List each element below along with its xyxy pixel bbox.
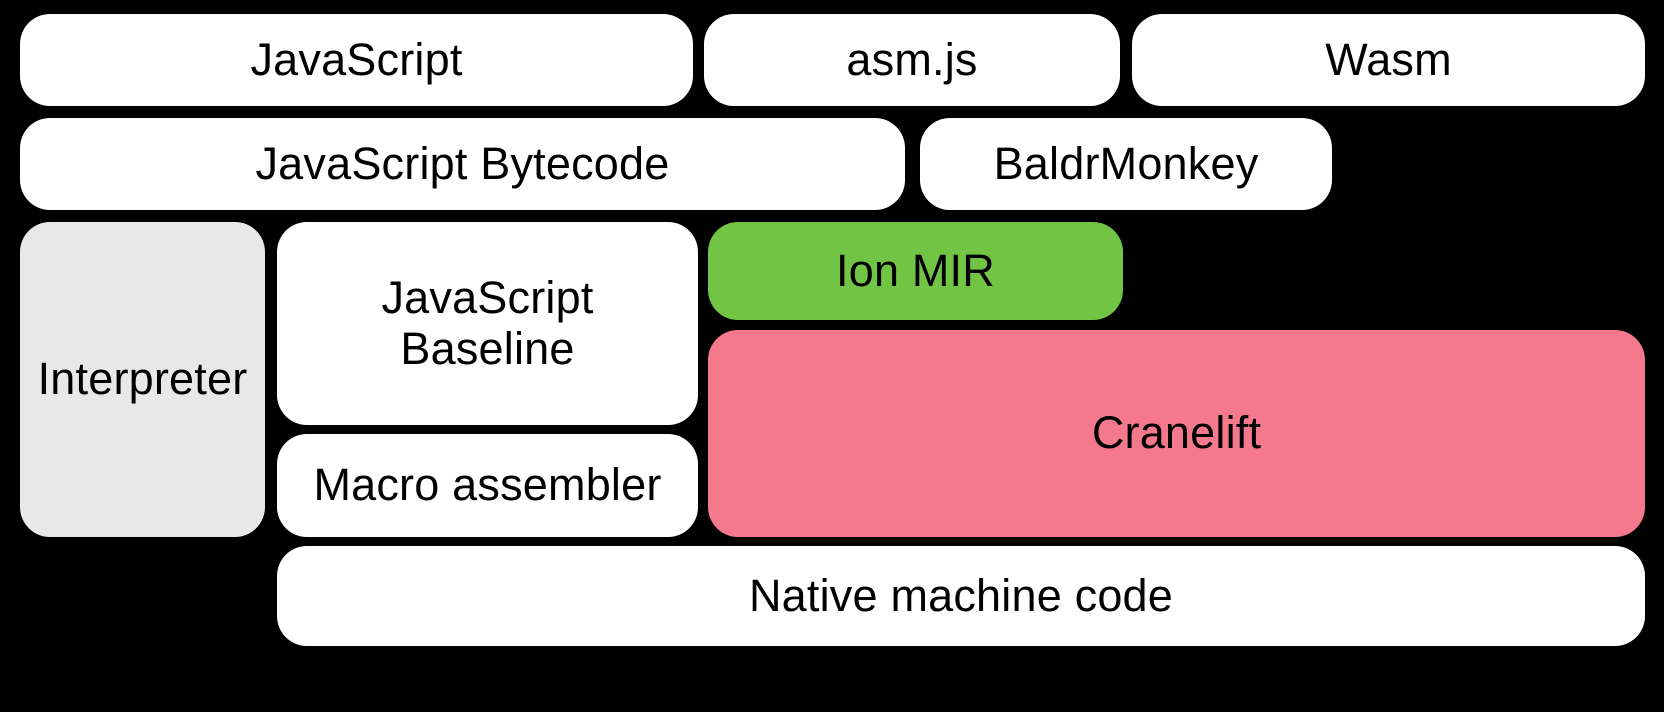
node-javascript: JavaScript (20, 14, 693, 106)
node-ion-mir: Ion MIR (708, 222, 1123, 320)
node-asmjs: asm.js (704, 14, 1120, 106)
node-cranelift: Cranelift (708, 330, 1645, 537)
node-interpreter: Interpreter (20, 222, 265, 537)
node-baldrmonkey: BaldrMonkey (920, 118, 1332, 210)
node-javascript-baseline: JavaScript Baseline (277, 222, 698, 425)
node-native-machine-code: Native machine code (277, 546, 1645, 646)
node-wasm: Wasm (1132, 14, 1645, 106)
node-macro-assembler: Macro assembler (277, 434, 698, 537)
node-javascript-bytecode: JavaScript Bytecode (20, 118, 905, 210)
